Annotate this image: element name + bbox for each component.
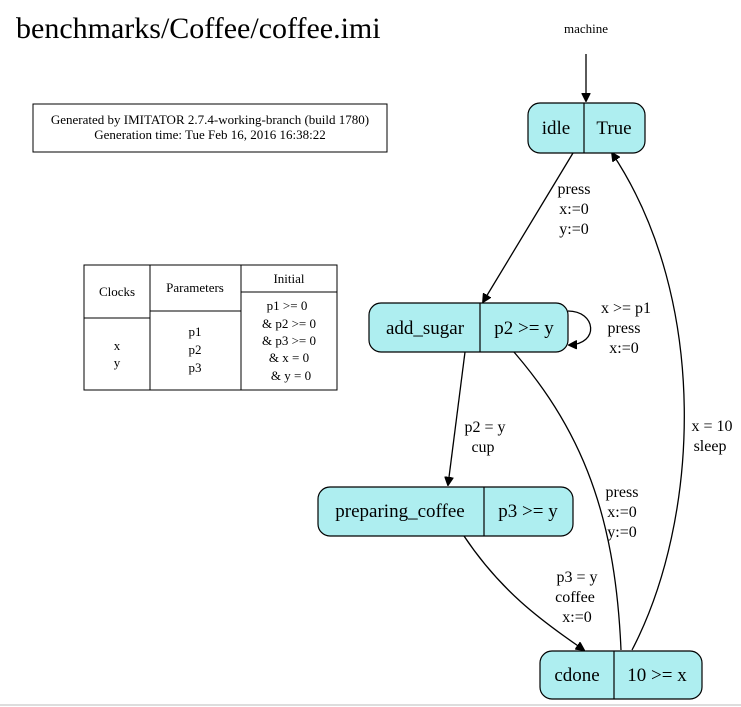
automaton-name: machine — [564, 21, 608, 36]
edge-add-sugar-self-loop — [568, 310, 592, 345]
clock-x: x — [114, 338, 121, 353]
svg-text:press: press — [608, 320, 641, 337]
svg-text:sleep: sleep — [694, 438, 727, 455]
svg-text:press: press — [606, 484, 639, 501]
label-idle-to-add-sugar: press x:=0 y:=0 — [558, 181, 591, 238]
location-add-sugar: add_sugar p2 >= y — [368, 302, 569, 353]
label-cdone-to-add-sugar: press x:=0 y:=0 — [606, 484, 639, 541]
label-cdone-to-idle: x = 10 sleep — [691, 418, 732, 455]
location-invariant: p2 >= y — [494, 318, 554, 339]
initial-line-4: & x = 0 — [269, 350, 309, 365]
diagram-title: benchmarks/Coffee/coffee.imi — [16, 12, 381, 45]
svg-text:y:=0: y:=0 — [607, 524, 636, 541]
svg-text:cup: cup — [471, 439, 494, 456]
initial-line-1: p1 >= 0 — [267, 298, 308, 313]
initial-line-2: & p2 >= 0 — [262, 316, 316, 331]
svg-text:p2 = y: p2 = y — [464, 419, 505, 436]
clocks-header: Clocks — [99, 284, 135, 299]
location-idle: idle True — [527, 102, 646, 154]
generation-time-line: Generation time: Tue Feb 16, 2016 16:38:… — [94, 127, 325, 142]
svg-text:x >= p1: x >= p1 — [601, 300, 651, 317]
label-add-sugar-to-preparing-coffee: p2 = y cup — [464, 419, 505, 456]
edge-preparing-coffee-to-cdone — [463, 535, 584, 650]
parameter-p2: p2 — [189, 342, 202, 357]
svg-text:x = 10: x = 10 — [691, 418, 732, 435]
svg-text:p3 = y: p3 = y — [556, 569, 597, 586]
initial-header: Initial — [273, 271, 304, 286]
edge-add-sugar-to-preparing-coffee — [448, 351, 466, 485]
initial-line-5: & y = 0 — [271, 368, 311, 383]
label-preparing-to-cdone: p3 = y coffee x:=0 — [555, 569, 597, 626]
location-invariant: p3 >= y — [498, 501, 558, 522]
clock-y: y — [114, 355, 121, 370]
variables-table: Clocks Parameters Initial x y p1 p2 p3 p… — [83, 264, 338, 391]
svg-text:x:=0: x:=0 — [562, 609, 591, 626]
edge-cdone-to-idle — [612, 153, 685, 651]
edge-cdone-to-add-sugar — [494, 330, 622, 651]
svg-text:y:=0: y:=0 — [559, 221, 588, 238]
initial-line-3: & p3 >= 0 — [262, 333, 316, 348]
location-invariant: True — [596, 118, 631, 139]
parameter-p1: p1 — [189, 324, 202, 339]
parameters-header: Parameters — [166, 280, 224, 295]
location-invariant: 10 >= x — [627, 665, 687, 686]
label-add-sugar-self-loop: x >= p1 press x:=0 — [601, 300, 651, 357]
location-name: cdone — [554, 665, 599, 686]
parameter-p3: p3 — [189, 360, 202, 375]
location-cdone: cdone 10 >= x — [539, 650, 703, 700]
generator-line: Generated by IMITATOR 2.7.4-working-bran… — [51, 112, 369, 127]
edge-idle-to-add-sugar — [483, 152, 574, 302]
location-preparing-coffee: preparing_coffee p3 >= y — [317, 486, 574, 537]
location-name: preparing_coffee — [335, 501, 464, 522]
location-name: add_sugar — [386, 318, 465, 339]
svg-text:x:=0: x:=0 — [609, 340, 638, 357]
svg-text:press: press — [558, 181, 591, 198]
svg-text:x:=0: x:=0 — [559, 201, 588, 218]
svg-text:coffee: coffee — [555, 589, 595, 606]
location-name: idle — [542, 118, 571, 139]
svg-text:x:=0: x:=0 — [607, 504, 636, 521]
generation-info-box: Generated by IMITATOR 2.7.4-working-bran… — [32, 103, 388, 153]
